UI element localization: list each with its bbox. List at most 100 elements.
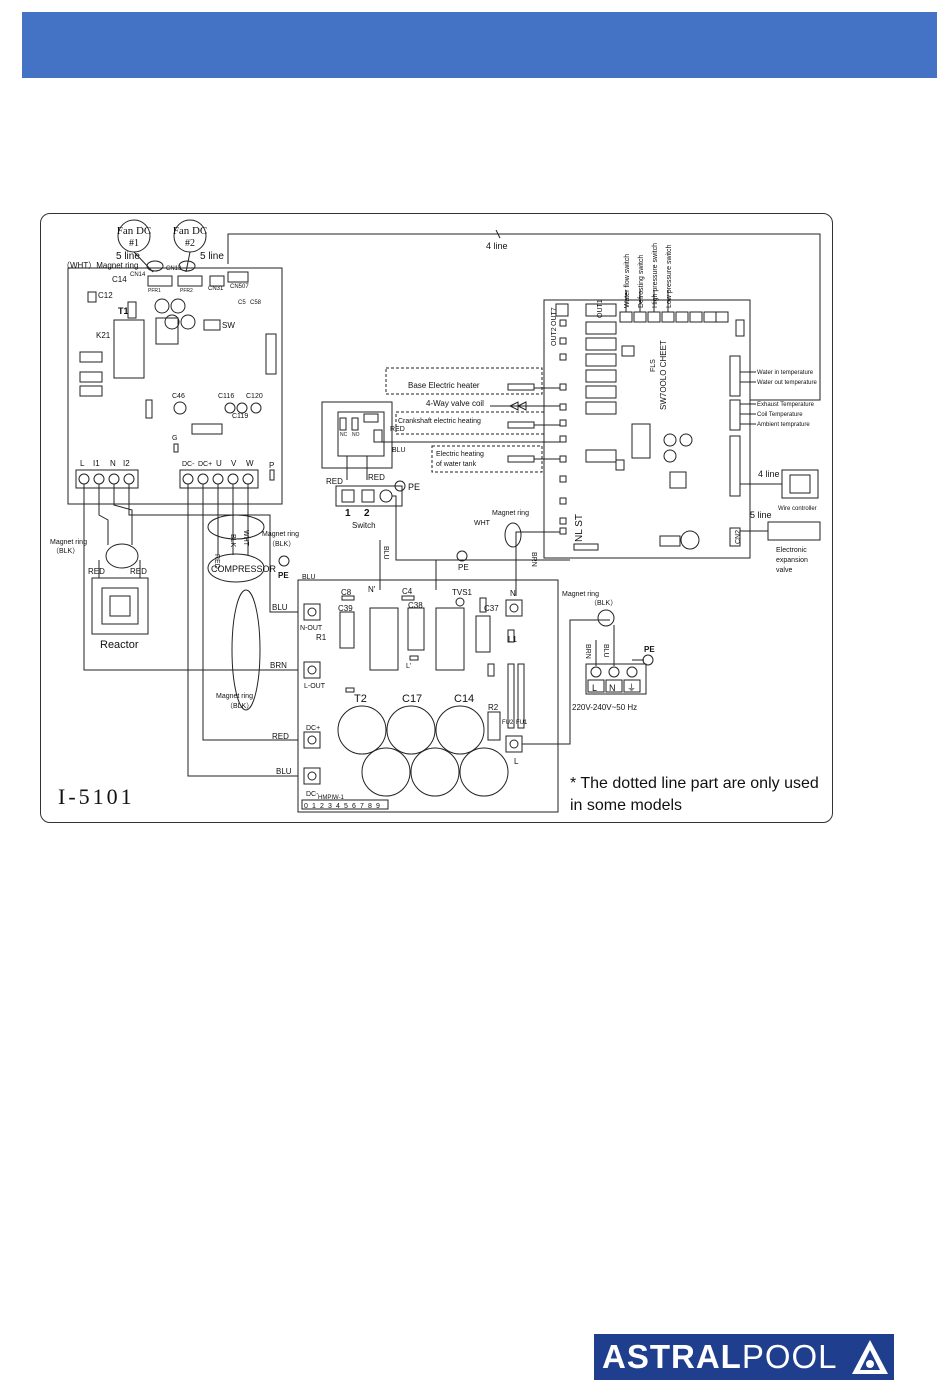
label-cn14: CN14 — [130, 272, 146, 278]
label-c46: C46 — [172, 393, 185, 400]
compressor-body — [207, 553, 265, 583]
label-low-pressure-switch: Low pressure switch — [666, 244, 673, 308]
label-red-comp: RED — [213, 554, 220, 569]
term-n: N — [110, 459, 116, 468]
term-u: U — [216, 459, 222, 468]
label-cn31: CN31 — [208, 286, 224, 292]
digit-0: 0 — [304, 803, 308, 810]
digit-5: 5 — [344, 803, 348, 810]
eev-label-3: valve — [776, 567, 792, 574]
top-4-line-wire — [227, 233, 821, 401]
term-l: L — [80, 459, 85, 468]
label-brn-vertical: BRN — [530, 552, 537, 567]
label-blu-vertical: BLU — [382, 546, 389, 560]
label-red-switch: RED — [390, 426, 405, 433]
label-water-tank-1: Electric heating — [436, 451, 484, 458]
label-ambient-temp: Ambient temprature — [757, 422, 810, 428]
input-terminal-l: L — [592, 683, 597, 693]
input-terminal-n: N — [609, 683, 616, 693]
magnet-mid-label-2: （BLK） — [226, 702, 253, 710]
label-blu-comp: BLU — [302, 574, 316, 581]
part-c39: C39 — [338, 604, 353, 613]
top-wire-label: 4 line — [486, 241, 508, 251]
reactor-red-1: RED — [88, 567, 105, 576]
label-blu-switch: BLU — [392, 447, 406, 454]
label-coil-temp: Coil Temperature — [757, 412, 803, 418]
label-c116: C116 — [218, 393, 234, 400]
magnet-left-label-2: （BLK） — [52, 547, 79, 555]
base-heater-box — [385, 367, 543, 395]
label-board-name: SW7OOLO CHEET — [659, 340, 668, 410]
magnet-left-label-1: Magnet ring — [50, 539, 87, 546]
switch-pe: PE — [408, 482, 420, 492]
label-cn13: CN13 — [166, 266, 182, 272]
magnet-right-label-2: （BLK） — [590, 599, 617, 607]
digit-9: 9 — [376, 803, 380, 810]
power-spec: 220V-240V~50 Hz — [572, 703, 637, 712]
magnet-ring-wht — [504, 522, 522, 548]
term-p: P — [269, 461, 274, 470]
pb-l: L — [514, 757, 519, 766]
label-wht-comp: WHT — [242, 530, 249, 547]
term-i2: I2 — [123, 459, 130, 468]
wire-controller-box — [781, 469, 819, 499]
term-v: V — [231, 459, 237, 468]
magnet-right-label-1: Magnet ring — [562, 591, 599, 598]
label-water-out-temp: Water out temperature — [757, 380, 817, 386]
label-c14: C14 — [112, 275, 127, 284]
part-c14: C14 — [454, 693, 474, 705]
reactor-red-2: RED — [130, 567, 147, 576]
fan-1-line: 5 line — [116, 251, 140, 262]
wire-tick — [495, 229, 501, 239]
fan-1-number: #1 — [129, 238, 139, 249]
pb-n: N — [510, 589, 516, 598]
part-l1: L1 — [508, 635, 517, 644]
magnet-wht-label-2: WHT — [474, 520, 491, 527]
inverter-board — [67, 267, 283, 505]
switch-label: Switch — [352, 521, 376, 530]
label-red-1: RED — [326, 477, 343, 486]
part-n-prime: N' — [368, 585, 376, 594]
pb-dc-plus: DC+ — [306, 725, 320, 732]
term-w: W — [246, 459, 254, 468]
digit-8: 8 — [368, 803, 372, 810]
reactor-body — [91, 577, 149, 635]
magnet-wht-label-1: Magnet ring — [492, 510, 529, 517]
label-out7: OUT7 — [551, 307, 558, 326]
label-c58: C58 — [250, 300, 262, 306]
astralpool-logo: ASTRALPOOL — [594, 1334, 894, 1380]
part-c17: C17 — [402, 693, 422, 705]
wht-magnet-label: （WHT）Magnet ring — [62, 261, 138, 270]
astral-triangle-icon — [852, 1340, 888, 1374]
label-high-pressure-switch: High pressure switch — [652, 243, 659, 308]
digit-1: 1 — [312, 803, 316, 810]
fan-1-ring — [146, 260, 164, 272]
label-c120: C120 — [246, 393, 263, 400]
label-blu-input: BLU — [602, 644, 609, 658]
label-g: G — [172, 435, 177, 442]
magnet-comp-label-2: （BLK） — [268, 540, 295, 548]
label-red-2: RED — [368, 473, 385, 482]
part-c37: C37 — [484, 604, 499, 613]
label-base-heater: Base Electric heater — [408, 381, 480, 390]
label-defrosting-switch: Defrosting switch — [638, 255, 645, 308]
part-c4: C4 — [402, 587, 413, 596]
eev-label-2: expansion — [776, 557, 808, 564]
fan-2-title: Fan DC — [173, 225, 208, 237]
label-pe-middle: PE — [458, 563, 469, 572]
magnet-ring-compressor — [207, 514, 265, 540]
fan-2-number: #2 — [185, 238, 195, 249]
eev-box — [767, 521, 821, 541]
label-c5: C5 — [238, 300, 246, 306]
term-dc-plus: DC+ — [198, 461, 212, 468]
note-line-2: in some models — [570, 797, 682, 814]
label-crankshaft: Crankshaft electric heating — [398, 418, 481, 425]
eev-line: 5 line — [750, 510, 772, 520]
magnet-mid-label-1: Magnet ring — [216, 693, 253, 700]
label-pfr1: PFR1 — [148, 288, 161, 294]
magnet-comp-label-1: Magnet ring — [262, 531, 299, 538]
part-r1: R1 — [316, 633, 327, 642]
diagram-frame — [40, 213, 833, 823]
label-water-in-temp: Water in temperature — [757, 370, 814, 376]
